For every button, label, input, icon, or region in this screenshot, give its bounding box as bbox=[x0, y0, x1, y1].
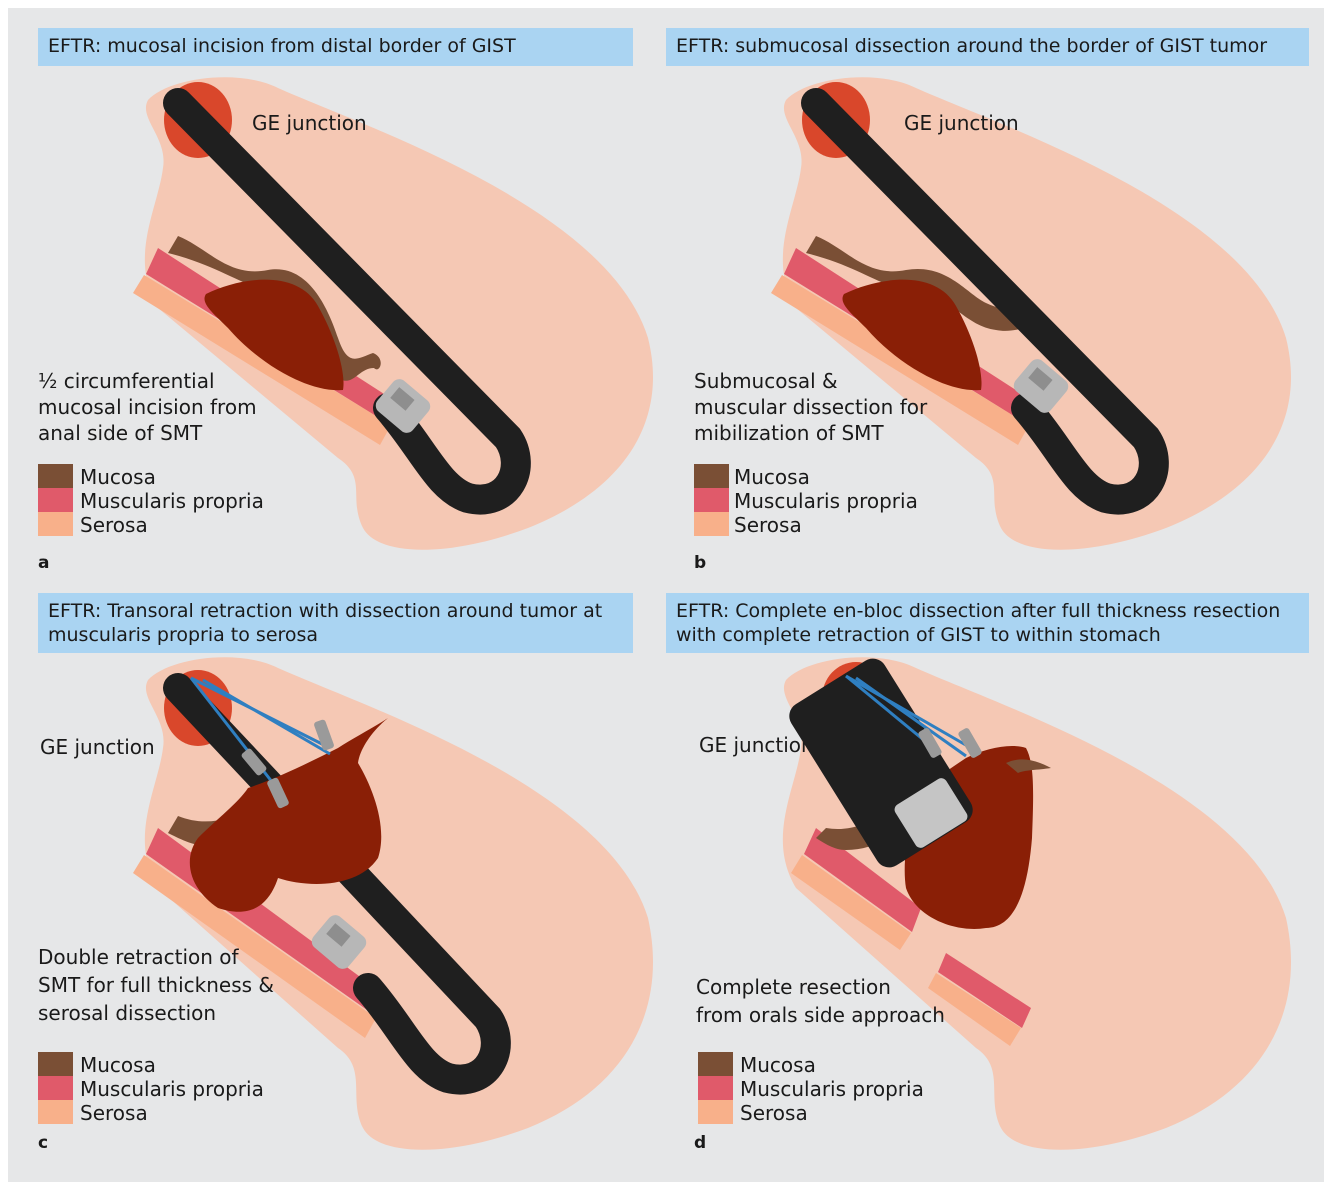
legend-swatch-muscularis bbox=[694, 488, 729, 512]
panel-d-illustration: GE junction Complete resection from oral… bbox=[666, 588, 1324, 1182]
legend: Mucosa Muscularis propria Serosa bbox=[694, 464, 918, 537]
legend-label-mucosa: Mucosa bbox=[740, 1053, 816, 1077]
ge-junction-label: GE junction bbox=[904, 111, 1019, 135]
figure: EFTR: mucosal incision from distal borde… bbox=[8, 8, 1324, 1182]
description-line-3: mibilization of SMT bbox=[694, 421, 884, 445]
description-line-2: muscular dissection for bbox=[694, 395, 928, 419]
legend-swatch-serosa bbox=[38, 1100, 73, 1124]
ge-junction-label: GE junction bbox=[40, 735, 155, 759]
legend-swatch-mucosa bbox=[38, 464, 73, 488]
ge-junction-label: GE junction bbox=[699, 733, 814, 757]
legend-label-serosa: Serosa bbox=[740, 1101, 808, 1125]
legend-swatch-muscularis bbox=[38, 1076, 73, 1100]
description-line-2: SMT for full thickness & bbox=[38, 973, 274, 997]
panel-letter: a bbox=[38, 553, 49, 573]
legend-swatch-serosa bbox=[694, 512, 729, 536]
panel-letter: b bbox=[694, 553, 706, 573]
panel-c: EFTR: Transoral retraction with dissecti… bbox=[8, 588, 666, 1182]
description-line-2: mucosal incision from bbox=[38, 395, 257, 419]
legend: Mucosa Muscularis propria Serosa bbox=[38, 1052, 264, 1125]
legend-swatch-mucosa bbox=[698, 1052, 733, 1076]
panel-letter: c bbox=[38, 1133, 48, 1153]
legend-swatch-mucosa bbox=[694, 464, 729, 488]
legend-label-serosa: Serosa bbox=[734, 513, 802, 537]
description-line-2: from orals side approach bbox=[696, 1003, 945, 1027]
legend-swatch-mucosa bbox=[38, 1052, 73, 1076]
legend-label-muscularis: Muscularis propria bbox=[80, 489, 264, 513]
legend-label-serosa: Serosa bbox=[80, 1101, 148, 1125]
description-line-3: anal side of SMT bbox=[38, 421, 203, 445]
legend-label-muscularis: Muscularis propria bbox=[80, 1077, 264, 1101]
ge-junction-label: GE junction bbox=[252, 111, 367, 135]
panel-a: EFTR: mucosal incision from distal borde… bbox=[8, 8, 666, 588]
description-line-1: Complete resection bbox=[696, 975, 891, 999]
legend-swatch-serosa bbox=[698, 1100, 733, 1124]
legend: Mucosa Muscularis propria Serosa bbox=[698, 1052, 924, 1125]
legend-label-mucosa: Mucosa bbox=[80, 1053, 156, 1077]
panel-b: EFTR: submucosal dissection around the b… bbox=[666, 8, 1324, 588]
legend-swatch-muscularis bbox=[38, 488, 73, 512]
panel-c-illustration: GE junction Double retraction of SMT for… bbox=[8, 588, 666, 1182]
legend-label-mucosa: Mucosa bbox=[80, 465, 156, 489]
panel-letter: d bbox=[694, 1133, 706, 1153]
panel-d: EFTR: Complete en-bloc dissection after … bbox=[666, 588, 1324, 1182]
legend-label-mucosa: Mucosa bbox=[734, 465, 810, 489]
panel-a-illustration: GE junction ½ circumferential mucosal in… bbox=[8, 8, 666, 588]
description-line-3: serosal dissection bbox=[38, 1001, 216, 1025]
legend-label-muscularis: Muscularis propria bbox=[734, 489, 918, 513]
legend-label-muscularis: Muscularis propria bbox=[740, 1077, 924, 1101]
description-line-1: Double retraction of bbox=[38, 945, 240, 969]
description-line-1: Submucosal & bbox=[694, 369, 838, 393]
legend-label-serosa: Serosa bbox=[80, 513, 148, 537]
description-line-1: ½ circumferential bbox=[38, 369, 215, 393]
legend-swatch-muscularis bbox=[698, 1076, 733, 1100]
panel-b-illustration: GE junction Submucosal & muscular dissec… bbox=[666, 8, 1324, 588]
legend: Mucosa Muscularis propria Serosa bbox=[38, 464, 264, 537]
legend-swatch-serosa bbox=[38, 512, 73, 536]
